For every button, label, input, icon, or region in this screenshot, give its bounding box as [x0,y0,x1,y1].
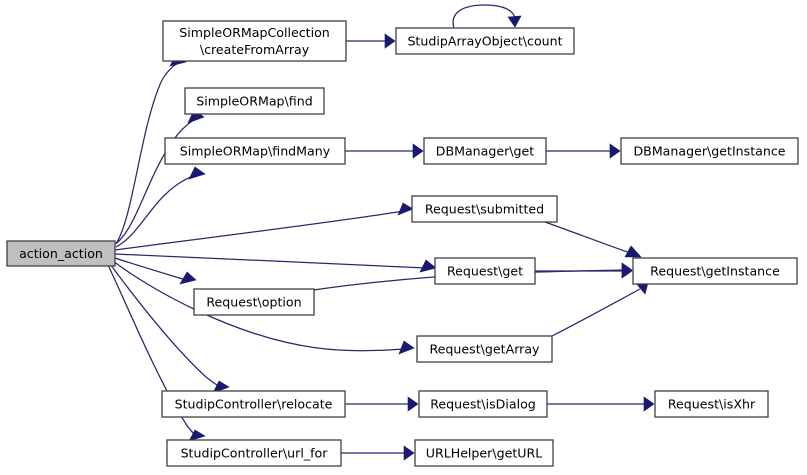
node-label: Request\getInstance [650,264,780,279]
edge-line [544,221,634,255]
edge-line [551,288,641,337]
node-label: Request\isXhr [668,397,756,412]
node-studipcontroller_url_for[interactable]: StudipController\url_for [166,439,342,467]
edge-line [114,253,427,269]
node-box[interactable] [193,288,315,316]
arrowhead-icon [609,143,621,159]
arrowhead-icon [412,143,424,159]
node-request_option[interactable]: Request\option [193,288,315,316]
edge-line [112,260,405,352]
node-label: StudipController\url_for [181,446,329,461]
node-label: Request\get [447,264,523,279]
edge-request_getarray-to-request_getinstance [551,282,649,337]
arrowhead-icon [419,259,437,273]
node-request_submitted[interactable]: Request\submitted [411,195,558,223]
arrowhead-icon [403,445,415,461]
node-box[interactable] [434,257,536,285]
node-label: SimpleORMap\findMany [180,144,331,159]
edge-simpleormap_findmany-to-dbmanager_get [345,143,424,159]
node-dbmanager_get[interactable]: DBManager\get [423,137,547,165]
node-request_getinstance[interactable]: Request\getInstance [632,257,798,285]
edge-studipcontroller_relocate-to-request_isdialog [345,396,419,412]
node-label: Request\isDialog [430,397,536,412]
node-request_isdialog[interactable]: Request\isDialog [418,390,548,418]
node-label: action_action [19,246,103,261]
node-box[interactable] [184,87,325,115]
edge-action_action-to-studipcontroller_relocate [109,263,230,394]
node-label: StudipController\relocate [175,397,333,412]
node-box[interactable] [161,390,346,418]
edge-layer [107,4,655,461]
node-studipcontroller_relocate[interactable]: StudipController\relocate [161,390,346,418]
edge-line [452,4,516,29]
arrowhead-icon [179,271,197,285]
node-box[interactable] [654,390,769,418]
arrowhead-icon [507,15,522,28]
node-box[interactable] [166,439,342,467]
node-box[interactable] [6,240,116,267]
node-box[interactable] [162,20,347,62]
arrowhead-icon [407,396,419,412]
node-urlhelper_geturl[interactable]: URLHelper\getURL [414,439,554,467]
node-dbmanager_getinstance[interactable]: DBManager\getInstance [620,137,799,165]
node-request_getarray[interactable]: Request\getArray [416,335,553,363]
arrowhead-icon [188,429,206,442]
node-box[interactable] [423,137,547,165]
node-label: SimpleORMapCollection [179,25,330,40]
edge-request_submitted-to-request_getinstance [544,221,642,258]
edge-request_isdialog-to-request_isxhr [547,396,655,412]
node-label: StudipArrayObject\count [407,34,562,49]
arrowhead-icon [212,380,230,394]
node-request_get[interactable]: Request\get [434,257,536,285]
arrowhead-icon [621,262,633,278]
edge-line [114,257,187,281]
node-simpleormap_find[interactable]: SimpleORMap\find [184,87,325,115]
node-action_action[interactable]: action_action [6,240,116,267]
node-simpleormapcollection_createfromarray[interactable]: SimpleORMapCollection \createFromArray [162,20,347,62]
edge-action_action-to-request_get [114,253,437,273]
edge-line [115,61,180,245]
edge-action_action-to-simpleormap_findmany [115,166,206,248]
edge-action_action-to-request_getarray [112,260,415,355]
arrowhead-icon [643,396,655,412]
arrowhead-icon [397,202,414,216]
node-box[interactable] [414,439,554,467]
arrowhead-icon [398,340,415,355]
edge-simpleormapcollection_createfromarray-to-studiparrayobject_count [346,33,396,49]
edge-dbmanager_get-to-dbmanager_getinstance [546,143,621,159]
edge-action_action-to-request_option [114,257,197,285]
node-label: \createFromArray [200,42,310,57]
node-label: URLHelper\getURL [426,446,543,461]
edge-studiparrayobject_count-to-studiparrayobject_count [452,4,522,29]
node-request_isxhr[interactable]: Request\isXhr [654,390,769,418]
edge-line [114,210,405,251]
node-box[interactable] [418,390,548,418]
arrowhead-icon [384,33,396,49]
node-label: DBManager\get [436,144,535,159]
node-box[interactable] [411,195,558,223]
node-box[interactable] [395,27,575,55]
edge-line [116,117,198,244]
node-box[interactable] [164,137,346,165]
node-label: DBManager\getInstance [633,144,785,159]
node-label: Request\getArray [430,342,541,357]
node-label: SimpleORMap\find [196,94,312,109]
node-box[interactable] [632,257,798,285]
node-box[interactable] [620,137,799,165]
edge-action_action-to-request_submitted [114,202,414,251]
node-layer: action_action SimpleORMapCollection \creat… [6,20,799,467]
node-label: Request\option [206,295,301,310]
arrowhead-icon [188,166,206,180]
node-simpleormap_findmany[interactable]: SimpleORMap\findMany [164,137,346,165]
node-label: Request\submitted [425,202,544,217]
arrowhead-icon [624,245,642,258]
edge-studipcontroller_url_for-to-urlhelper_geturl [341,445,415,461]
edge-line [109,263,223,389]
node-studiparrayobject_count[interactable]: StudipArrayObject\count [395,27,575,55]
node-box[interactable] [416,335,553,363]
